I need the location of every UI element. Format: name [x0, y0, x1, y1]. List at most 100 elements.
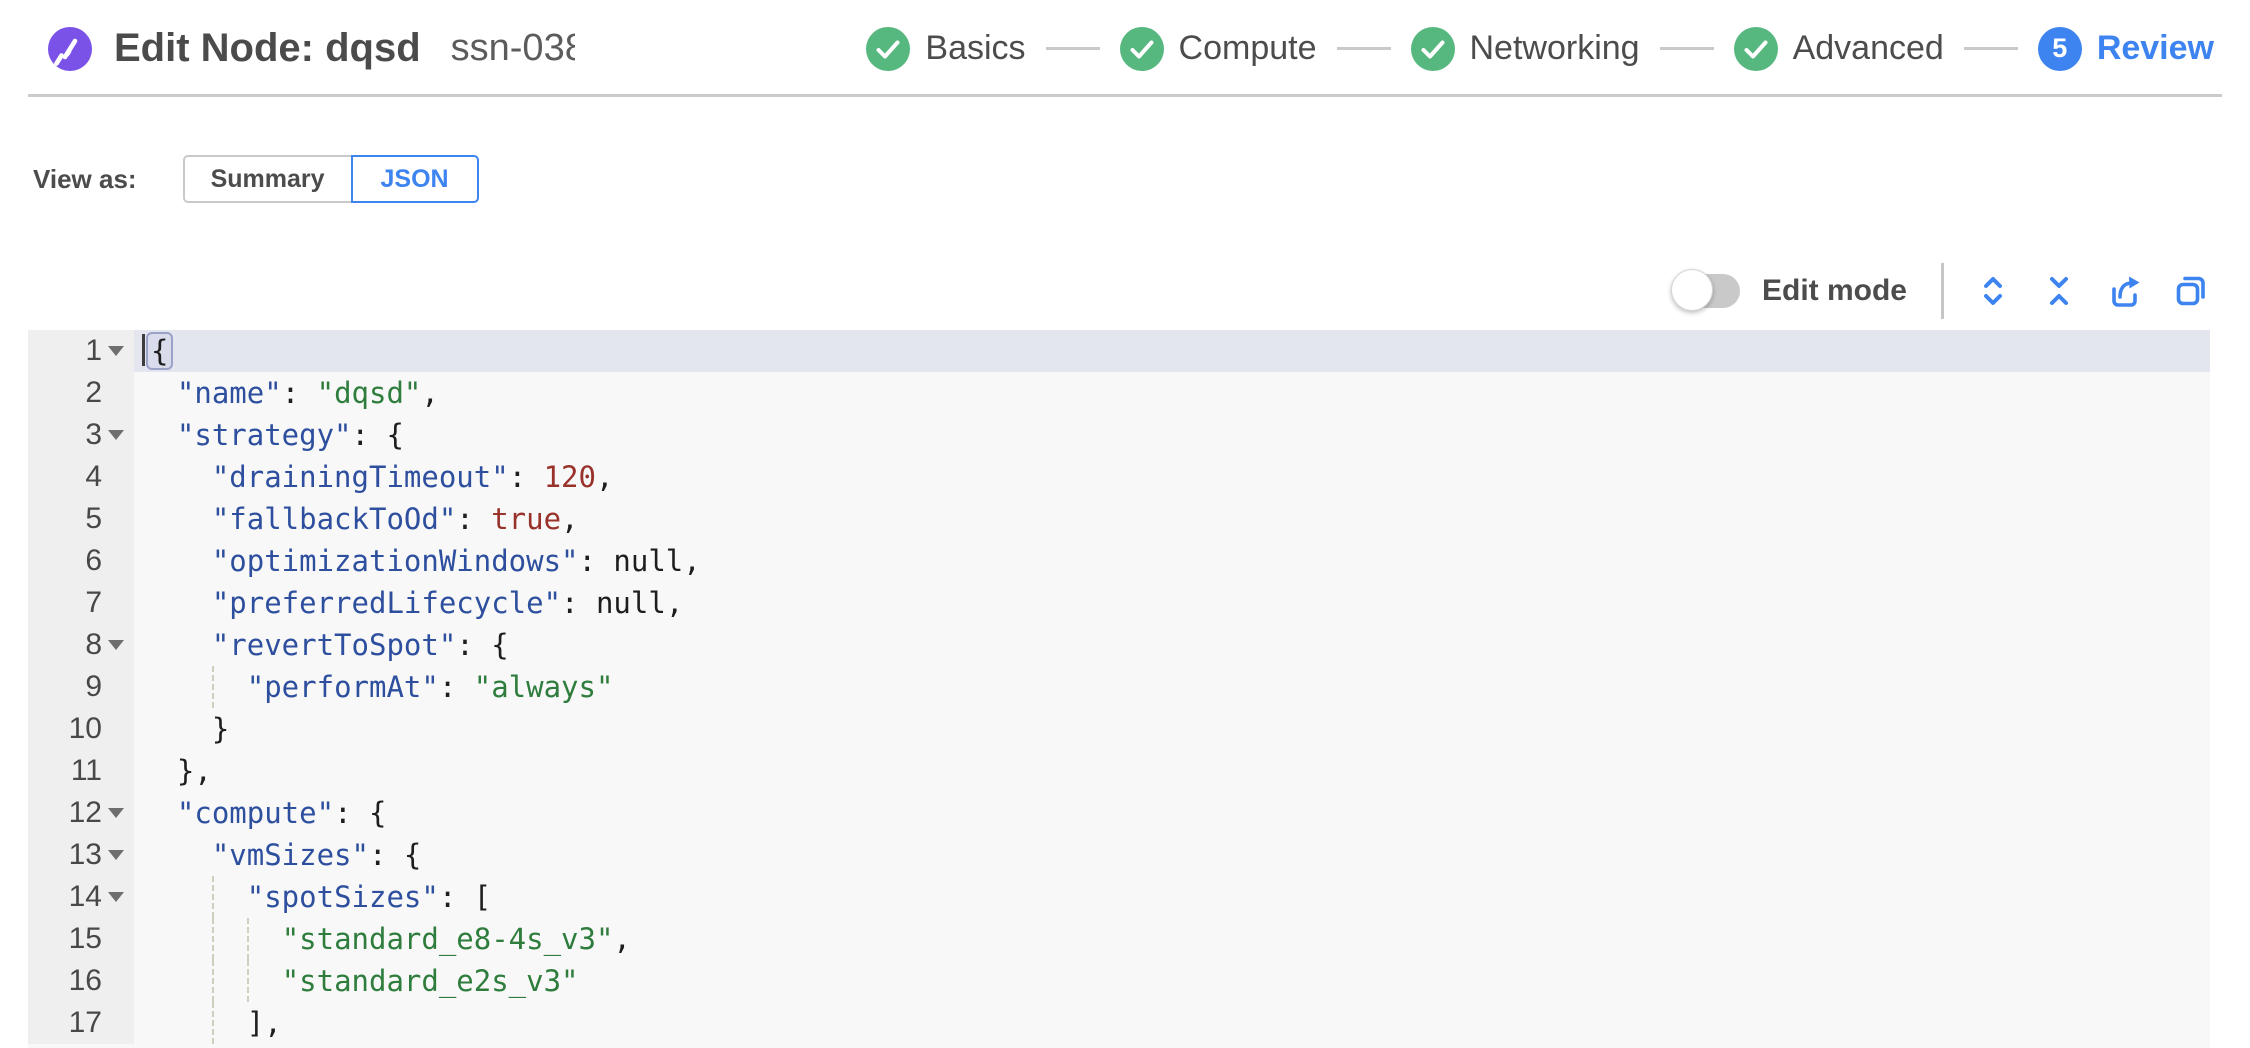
token-key: "strategy": [176, 418, 352, 452]
page-title: Edit Node: dqsd: [114, 26, 421, 70]
editor-line-5[interactable]: 5 "fallbackToOd": true,: [28, 498, 2210, 540]
editor-line-17[interactable]: 17 ],: [28, 1002, 2210, 1044]
editor-line-7[interactable]: 7 "preferredLifecycle": null,: [28, 582, 2210, 624]
editor-gutter: 4: [28, 456, 134, 498]
code-line[interactable]: "spotSizes": [: [134, 876, 2210, 918]
line-number: 5: [85, 502, 102, 535]
editor-line-11[interactable]: 11 },: [28, 750, 2210, 792]
token-punct: : [: [438, 880, 492, 914]
code-line[interactable]: "compute": {: [134, 792, 2210, 834]
code-line[interactable]: }: [134, 708, 2210, 750]
token-key: "vmSizes": [211, 838, 369, 872]
editor-line-6[interactable]: 6 "optimizationWindows": null,: [28, 540, 2210, 582]
step-number-badge: 5: [2037, 26, 2082, 71]
code-line[interactable]: },: [134, 750, 2210, 792]
code-line[interactable]: "revertToSpot": {: [134, 624, 2210, 666]
step-advanced[interactable]: Advanced: [1733, 26, 1944, 71]
editor-gutter: 14: [28, 876, 134, 918]
code-line[interactable]: "preferredLifecycle": null,: [134, 582, 2210, 624]
step-basics[interactable]: Basics: [866, 26, 1026, 71]
token-punct: ,: [683, 544, 701, 578]
line-number: 14: [68, 880, 102, 913]
indent-guide: [211, 666, 214, 708]
expand-all-icon[interactable]: [1974, 272, 2012, 310]
check-icon: [1421, 40, 1444, 58]
token-key: "performAt": [246, 670, 439, 704]
editor-line-2[interactable]: 2 "name": "dqsd",: [28, 372, 2210, 414]
editor-gutter: 16: [28, 960, 134, 1002]
token-punct: ,: [595, 460, 614, 494]
step-number: 5: [2052, 33, 2068, 63]
indent-guide: [211, 960, 214, 1002]
token-num: 120: [543, 460, 596, 494]
editor-line-12[interactable]: 12 "compute": {: [28, 792, 2210, 834]
step-compute[interactable]: Compute: [1119, 26, 1317, 71]
editor-gutter: 1: [28, 330, 134, 372]
editor-gutter: 13: [28, 834, 134, 876]
code-line[interactable]: "standard_e2s_v3": [134, 960, 2210, 1002]
code-line[interactable]: "optimizationWindows": null,: [134, 540, 2210, 582]
export-icon[interactable]: [2106, 272, 2144, 310]
indent-guide: [211, 1002, 214, 1044]
view-as-json-button[interactable]: JSON: [350, 155, 479, 203]
code-line[interactable]: {: [134, 330, 2210, 372]
editor-gutter: 12: [28, 792, 134, 834]
json-editor[interactable]: 1{2 "name": "dqsd",3 "strategy": {4 "dra…: [28, 330, 2210, 1048]
token-punct: }: [211, 712, 230, 746]
code-line[interactable]: "drainingTimeout": 120,: [134, 456, 2210, 498]
indent-guide: [246, 960, 249, 1002]
token-atom: true: [491, 502, 562, 536]
code-line[interactable]: "standard_e8-4s_v3",: [134, 918, 2210, 960]
collapse-all-icon[interactable]: [2040, 272, 2078, 310]
line-number: 1: [85, 334, 102, 367]
line-number: 15: [68, 922, 102, 955]
copy-icon[interactable]: [2172, 272, 2210, 310]
editor-line-1[interactable]: 1{: [28, 330, 2210, 372]
code-line[interactable]: "strategy": {: [134, 414, 2210, 456]
line-number: 3: [85, 418, 102, 451]
fold-arrow-icon[interactable]: [107, 346, 124, 356]
editor-line-3[interactable]: 3 "strategy": {: [28, 414, 2210, 456]
check-icon: [876, 40, 900, 58]
editor-line-13[interactable]: 13 "vmSizes": {: [28, 834, 2210, 876]
fold-arrow-icon[interactable]: [107, 850, 124, 860]
fold-arrow-icon[interactable]: [107, 892, 124, 902]
edit-mode-toggle[interactable]: [1670, 269, 1740, 311]
code-line[interactable]: "name": "dqsd",: [134, 372, 2210, 414]
token-punct: :: [456, 502, 492, 536]
toolbar-divider: [1941, 263, 1944, 319]
editor-line-8[interactable]: 8 "revertToSpot": {: [28, 624, 2210, 666]
view-as-summary-button[interactable]: Summary: [182, 155, 353, 203]
toggle-knob: [1670, 269, 1713, 311]
code-line[interactable]: "fallbackToOd": true,: [134, 498, 2210, 540]
fold-slot: [102, 850, 129, 860]
token-punct: },: [176, 754, 212, 788]
editor-line-16[interactable]: 16 "standard_e2s_v3": [28, 960, 2210, 1002]
editor-gutter: 11: [28, 750, 134, 792]
token-punct: : {: [456, 628, 509, 662]
token-punct: : {: [368, 838, 422, 872]
editor-line-10[interactable]: 10 }: [28, 708, 2210, 750]
line-number: 2: [85, 376, 102, 409]
fold-arrow-icon[interactable]: [107, 640, 124, 650]
step-label: Basics: [925, 29, 1026, 67]
step-connector: [1659, 47, 1714, 50]
step-networking[interactable]: Networking: [1410, 26, 1640, 71]
fold-arrow-icon[interactable]: [107, 808, 124, 818]
token-punct: ,: [665, 586, 684, 620]
page-header: Edit Node: dqsd ssn-038 Basics Compute Net…: [0, 0, 2250, 97]
fold-arrow-icon[interactable]: [107, 430, 124, 440]
code-line[interactable]: "vmSizes": {: [134, 834, 2210, 876]
editor-gutter: 9: [28, 666, 134, 708]
code-line[interactable]: "performAt": "always": [134, 666, 2210, 708]
editor-line-14[interactable]: 14 "spotSizes": [: [28, 876, 2210, 918]
fold-slot: [102, 640, 129, 650]
line-number: 4: [85, 460, 102, 493]
node-id-text: ssn-038: [450, 27, 575, 69]
token-key: "compute": [176, 796, 335, 830]
code-line[interactable]: ],: [134, 1002, 2210, 1044]
editor-line-9[interactable]: 9 "performAt": "always": [28, 666, 2210, 708]
editor-line-4[interactable]: 4 "drainingTimeout": 120,: [28, 456, 2210, 498]
editor-line-15[interactable]: 15 "standard_e8-4s_v3",: [28, 918, 2210, 960]
